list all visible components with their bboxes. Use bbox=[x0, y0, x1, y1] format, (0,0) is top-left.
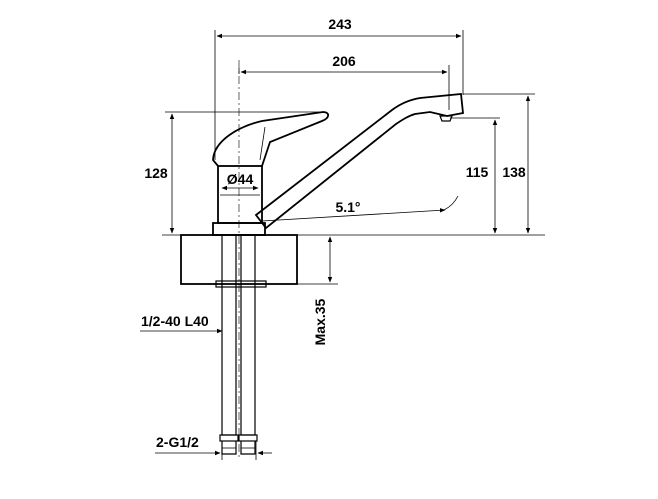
hose-spec-label: 1/2-40 L40 bbox=[141, 313, 209, 329]
dimension-outlet-height: 115 bbox=[450, 117, 500, 234]
dimension-overall-reach: 243 bbox=[214, 16, 464, 160]
dimension-max35-label: Max.35 bbox=[312, 298, 328, 345]
countertop-slab bbox=[162, 234, 545, 285]
label-hose-spec: 1/2-40 L40 bbox=[140, 313, 223, 334]
spout bbox=[254, 93, 464, 230]
dimension-spout-angle: 5.1° bbox=[261, 195, 459, 222]
connection-thread-label: 2-G1/2 bbox=[156, 434, 199, 450]
dimension-138-label: 138 bbox=[502, 164, 526, 180]
mounting-nut bbox=[215, 280, 267, 288]
dimension-lever-height: 128 bbox=[144, 111, 325, 234]
dimension-128-label: 128 bbox=[144, 165, 168, 181]
dimension-243-label: 243 bbox=[328, 16, 352, 32]
dimension-diameter-label: Ø44 bbox=[227, 171, 254, 187]
dimension-deck-thickness: Max.35 bbox=[297, 236, 338, 345]
dimension-body-diameter: Ø44 bbox=[221, 171, 259, 191]
dimension-total-height: 138 bbox=[463, 93, 535, 234]
dimension-spout-reach: 206 bbox=[238, 53, 450, 110]
supply-hoses bbox=[215, 234, 267, 455]
lever-handle bbox=[212, 111, 330, 167]
dimension-115-label: 115 bbox=[466, 164, 489, 180]
label-connection-thread: 2-G1/2 bbox=[155, 434, 272, 460]
aerator bbox=[439, 115, 453, 122]
dimension-206-label: 206 bbox=[332, 53, 356, 69]
dimension-angle-label: 5.1° bbox=[335, 199, 360, 215]
